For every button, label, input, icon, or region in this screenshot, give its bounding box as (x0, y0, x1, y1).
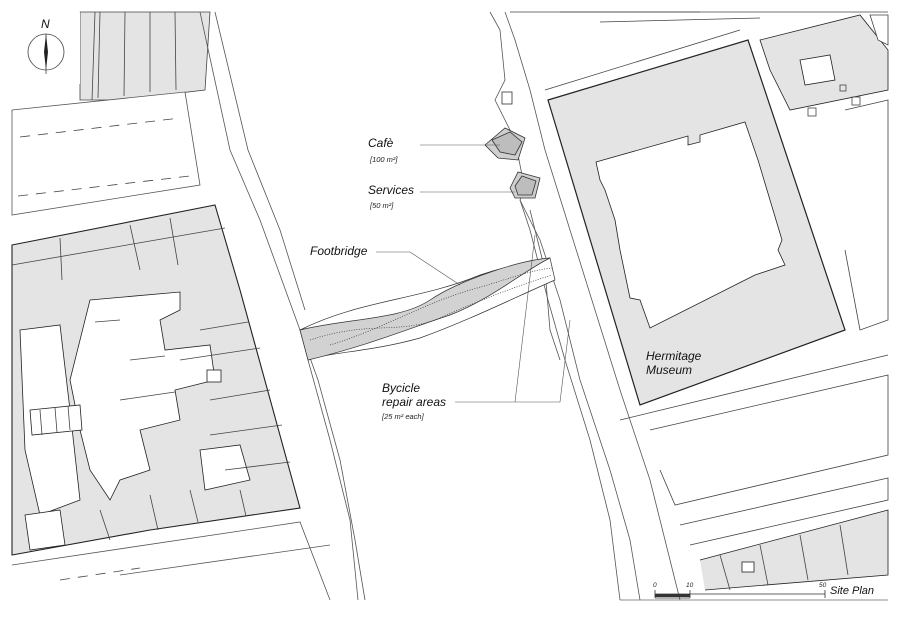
museum-label-line2: Museum (646, 363, 693, 377)
north-label: N (41, 17, 50, 31)
footbridge-label: Footbridge (310, 244, 368, 258)
scale-bar (620, 590, 888, 601)
bicycle-label-line2: repair areas (382, 395, 447, 409)
services-area: [50 m²] (370, 201, 394, 210)
footbridge-ribbon (299, 257, 556, 361)
right-urban-blocks (510, 11, 889, 591)
scale-tick-0: 0 (653, 582, 657, 589)
services-pavilion (509, 171, 541, 199)
left-urban-blocks (11, 11, 331, 601)
scale-tick-50: 50 (819, 582, 827, 589)
scale-tick-10: 10 (686, 582, 694, 589)
services-label: Services (368, 183, 415, 197)
north-arrow (12, 12, 80, 84)
museum-courtyard (595, 121, 786, 329)
museum-label-line1: Hermitage (646, 349, 702, 363)
site-plan-title: Site Plan (830, 585, 875, 597)
leader-lines (376, 144, 571, 403)
cafe-pavilion (484, 91, 526, 161)
cafe-label: Cafè (368, 136, 394, 150)
bicycle-area: [25 m² each] (382, 412, 424, 421)
bicycle-label-line1: Bycicle (382, 381, 421, 395)
cafe-area: [100 m²] (370, 155, 398, 164)
